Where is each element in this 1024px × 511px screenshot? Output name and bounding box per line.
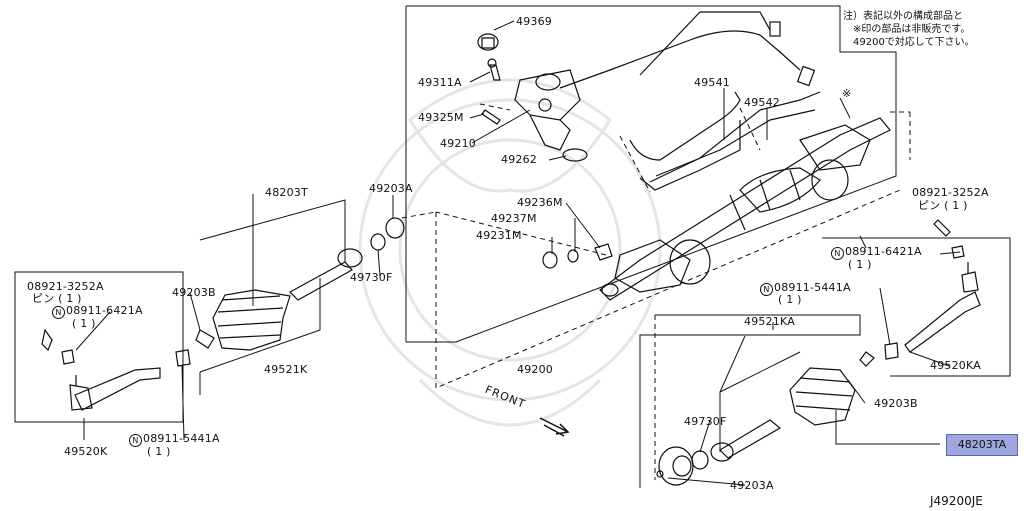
dashed-leaders	[401, 103, 911, 480]
leader-lines	[75, 20, 961, 486]
label-49311a: 49311A	[418, 76, 462, 89]
label-49237m: 49237M	[491, 212, 537, 225]
left-tie-rod-box	[14, 271, 184, 423]
label-49541: 49541	[694, 76, 730, 89]
label-08921-left: 08921-3252A	[27, 280, 104, 293]
qty-5441-left: ( 1 )	[147, 445, 171, 458]
right-tie-rod-assembly	[656, 219, 981, 478]
rack-housing	[599, 117, 891, 301]
diagram-code: J49200JE	[930, 494, 983, 508]
label-49236m: 49236M	[517, 196, 563, 209]
footnote: 注）表記以外の構成部品と ※印の部品は非販売です。 49200で対応して下さい。	[843, 11, 975, 48]
nut-symbol: N	[52, 306, 65, 319]
label-49231m: 49231M	[476, 229, 522, 242]
label-49203b-left: 49203B	[172, 286, 216, 299]
label-49200: 49200	[517, 363, 553, 376]
nut-symbol: N	[760, 283, 773, 296]
label-49325m: 49325M	[418, 111, 464, 124]
label-pin-left: ピン ( 1 )	[32, 292, 82, 305]
pinion-valve-assembly	[477, 33, 588, 162]
label-49520k: 49520K	[64, 445, 108, 458]
label-49203b-right: 49203B	[874, 397, 918, 410]
left-tie-rod-assembly	[41, 217, 405, 411]
label-49730f-right: 49730F	[684, 415, 727, 428]
label-49262: 49262	[501, 153, 537, 166]
label-49369: 49369	[516, 15, 552, 28]
right-tie-rod-box	[822, 237, 1011, 377]
main-rack-frame	[405, 5, 897, 343]
qty-6421-right: ( 1 )	[848, 258, 872, 271]
label-49730f-left: 49730F	[350, 271, 393, 284]
watermark-emblem	[358, 78, 662, 427]
front-arrow	[539, 417, 570, 437]
qty-5441-right: ( 1 )	[778, 293, 802, 306]
label-49203a-left: 49203A	[369, 182, 413, 195]
rack-bushings	[542, 243, 613, 269]
label-49203a-right: 49203A	[730, 479, 774, 492]
label-49521ka: 49521KA	[744, 315, 795, 328]
label-08921-right: 08921-3252A	[912, 186, 989, 199]
label-48203t: 48203T	[265, 186, 308, 199]
hydraulic-lines	[559, 11, 821, 191]
label-49521k: 49521K	[264, 363, 308, 376]
label-pin-right: ピン ( 1 )	[918, 199, 968, 212]
nut-symbol: N	[129, 434, 142, 447]
qty-6421-left: ( 1 )	[72, 317, 96, 330]
label-49520ka: 49520KA	[930, 359, 981, 372]
right-boot-box	[639, 314, 861, 488]
label-asterisk: ※	[842, 87, 852, 100]
label-49210: 49210	[440, 137, 476, 150]
highlighted-part-48203ta[interactable]: 48203TA	[946, 434, 1018, 456]
label-49542: 49542	[744, 96, 780, 109]
snap-ring	[658, 446, 694, 486]
nut-symbol: N	[831, 247, 844, 260]
